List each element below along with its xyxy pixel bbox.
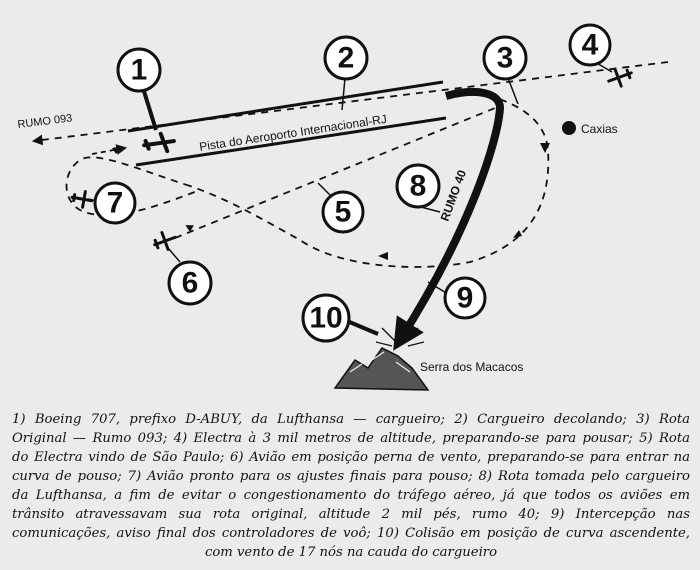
original-route: [31, 61, 669, 146]
mountain-label: Serra dos Macacos: [420, 360, 523, 374]
caption-line: com vento de 17 nós na cauda do cargueir…: [204, 545, 498, 560]
caxias-dot: [562, 121, 576, 135]
caption-line: da Lufthansa, a fim de evitar o congesti…: [12, 488, 690, 503]
airplane-icon-7: [70, 189, 94, 209]
marker-4-label: 4: [582, 29, 599, 62]
caption-line: 1) Boeing 707, prefixo D-ABUY, da Luftha…: [12, 412, 690, 427]
city-label: Caxias: [581, 122, 618, 136]
marker-9-label: 9: [457, 282, 474, 315]
marker-3: 3: [482, 35, 528, 81]
marker-9: 9: [443, 276, 487, 320]
mountain: [333, 322, 430, 391]
marker-10-label: 10: [309, 302, 342, 335]
caption-line: trânsito atravessavam sua rota original,…: [12, 507, 690, 522]
marker-5: 5: [321, 190, 365, 234]
marker-7-label: 7: [107, 187, 124, 220]
marker-5-label: 5: [335, 196, 352, 229]
caption-line: comunicações, aviso final dos controlado…: [12, 526, 690, 541]
marker-1: 1: [116, 47, 162, 93]
runway-label: Pista do Aeroporto Internacional-RJ: [198, 112, 387, 154]
marker-1-label: 1: [131, 54, 148, 87]
marker-4: 4: [568, 23, 612, 67]
caption-line: Original — Rumo 093; 4) Electra à 3 mil …: [12, 431, 690, 446]
cargo-route: [393, 88, 505, 351]
airplane-icon-1: [142, 131, 176, 154]
route-label-west: RUMO 093: [17, 112, 73, 131]
marker-6-label: 6: [182, 267, 199, 300]
caption-line: do Electra vindo de São Paulo; 6) Avião …: [12, 450, 690, 465]
airplane-icon-4: [607, 67, 633, 88]
marker-2: 2: [323, 35, 369, 81]
figure-caption: 1) Boeing 707, prefixo D-ABUY, da Luftha…: [12, 410, 690, 570]
marker-7: 7: [93, 181, 137, 225]
marker-3-label: 3: [497, 42, 514, 75]
marker-2-label: 2: [338, 42, 355, 75]
marker-8: 8: [395, 163, 441, 209]
electra-route: [65, 91, 550, 268]
marker-10: 10: [301, 293, 351, 343]
accident-diagram: Pista do Aeroporto Internacional-RJ RUMO…: [17, 23, 669, 391]
airplane-icon-6: [153, 231, 177, 251]
marker-8-label: 8: [410, 170, 427, 203]
caption-line: curva de pouso; 7) Avião pronto para os …: [12, 469, 690, 484]
marker-6: 6: [167, 260, 213, 306]
